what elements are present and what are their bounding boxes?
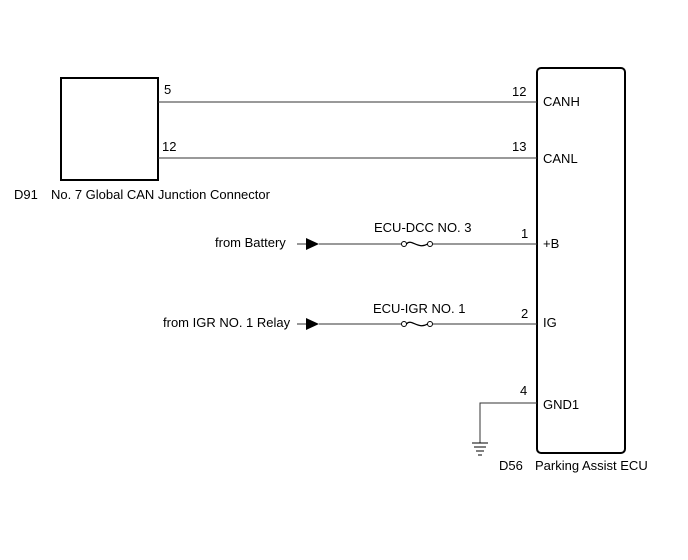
ecu-pin-canh-label: CANH — [543, 94, 580, 109]
ecu-pin-gnd-label: GND1 — [543, 397, 579, 412]
d91-code: D91 — [14, 187, 38, 202]
fuse-dcc-label: ECU-DCC NO. 3 — [374, 220, 472, 235]
ecu-pin-b-label: +B — [543, 236, 559, 251]
igr-arrow-icon — [306, 318, 319, 330]
ecu-pin-gnd-number: 4 — [520, 383, 527, 398]
battery-arrow-icon — [306, 238, 319, 250]
ecu-pin-ig-number: 2 — [521, 306, 528, 321]
d56-ecu-box — [536, 67, 626, 454]
ecu-pin-b-number: 1 — [521, 226, 528, 241]
battery-source-label: from Battery — [215, 235, 286, 250]
fuse-igr-icon — [401, 321, 433, 327]
ecu-pin-canh-number: 12 — [512, 84, 526, 99]
d56-name: Parking Assist ECU — [535, 458, 648, 473]
igr-relay-source-label: from IGR NO. 1 Relay — [163, 315, 291, 330]
d91-connector-box — [60, 77, 159, 181]
ecu-pin-ig-label: IG — [543, 315, 557, 330]
fuse-dcc-icon — [401, 241, 433, 247]
d91-pin-canh: 5 — [164, 82, 171, 97]
d91-name: No. 7 Global CAN Junction Connector — [51, 187, 271, 202]
ecu-pin-canl-label: CANL — [543, 151, 578, 166]
fuse-igr-label: ECU-IGR NO. 1 — [373, 301, 465, 316]
ecu-pin-canl-number: 13 — [512, 139, 526, 154]
ground-icon — [472, 442, 488, 456]
d56-code: D56 — [499, 458, 523, 473]
ground-wire — [479, 402, 537, 443]
d91-pin-canl: 12 — [162, 139, 176, 154]
